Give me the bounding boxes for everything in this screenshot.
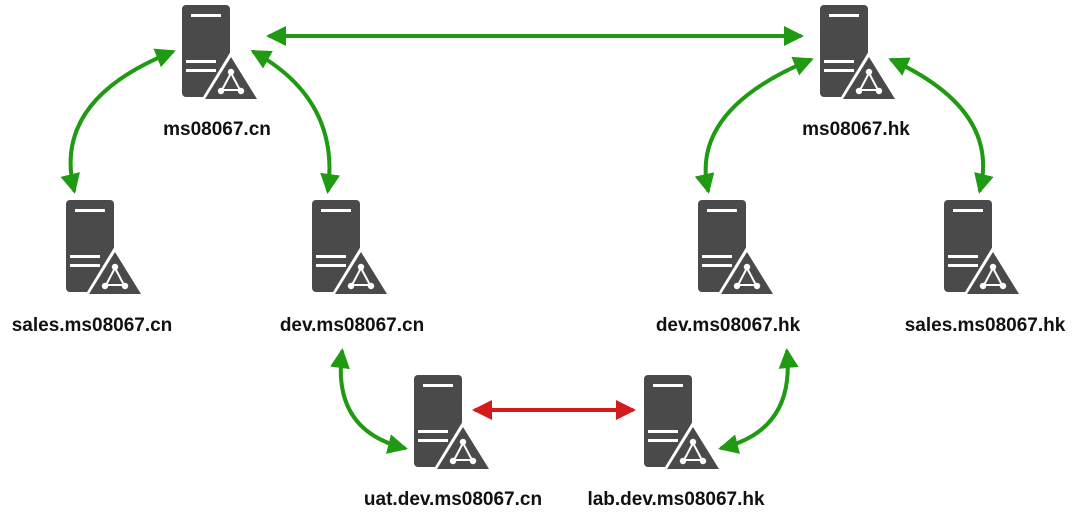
links-layer [60, 26, 994, 454]
server-icon-dev-ms08067-cn [312, 200, 392, 297]
link-ms08067-cn-to-sales-ms08067-cn [60, 48, 176, 194]
link-ms08067-hk-to-sales-ms08067-hk [888, 57, 994, 194]
node-label-dev-ms08067-hk: dev.ms08067.hk [655, 315, 801, 336]
node-label-sales-ms08067-cn: sales.ms08067.cn [11, 315, 173, 336]
server-icon-ms08067-cn [182, 5, 262, 102]
node-label-dev-ms08067-cn: dev.ms08067.cn [279, 315, 425, 336]
server-icon-lab-dev-ms08067-hk [644, 375, 724, 472]
server-icon-uat-dev-ms08067-cn [414, 375, 494, 472]
node-label-ms08067-cn: ms08067.cn [163, 119, 271, 140]
link-dev-ms08067-hk-to-lab-dev-ms08067-hk [718, 348, 799, 454]
server-icon-sales-ms08067-cn [66, 200, 146, 297]
server-icon-dev-ms08067-hk [698, 200, 778, 297]
link-ms08067-cn-to-dev-ms08067-cn [250, 50, 341, 194]
nodes-layer [66, 5, 1024, 472]
node-label-uat-dev-ms08067-cn: uat.dev.ms08067.cn [363, 489, 543, 510]
link-ms08067-hk-to-dev-ms08067-hk [694, 56, 814, 194]
server-icon-sales-ms08067-hk [944, 200, 1024, 297]
node-label-sales-ms08067-hk: sales.ms08067.hk [904, 315, 1066, 336]
link-dev-ms08067-cn-to-uat-dev-ms08067-cn [330, 348, 408, 454]
node-label-ms08067-hk: ms08067.hk [802, 119, 910, 140]
node-label-lab-dev-ms08067-hk: lab.dev.ms08067.hk [587, 489, 765, 510]
server-icon-ms08067-hk [820, 5, 900, 102]
